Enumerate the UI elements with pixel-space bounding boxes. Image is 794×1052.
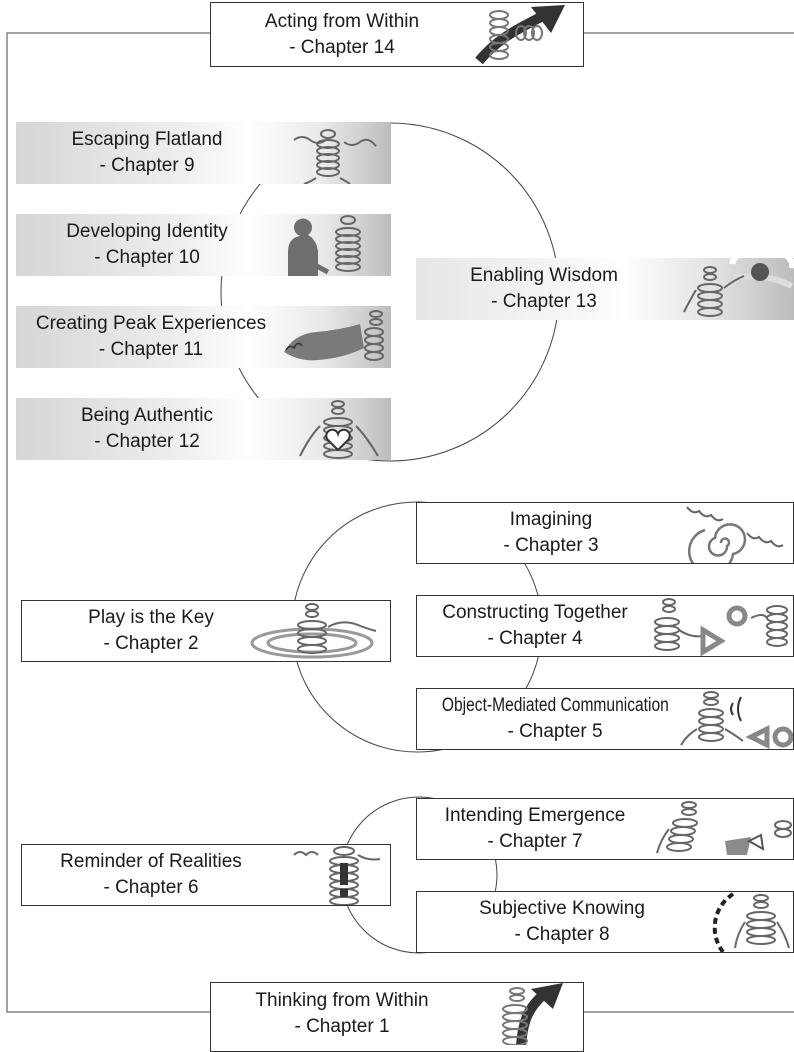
chapter-4-title: Constructing Together [442, 602, 628, 623]
chapter-5-box[interactable]: Object-Mediated Communication - Chapter … [416, 688, 794, 750]
chapter-13-box[interactable]: Enabling Wisdom - Chapter 13 [416, 258, 794, 320]
coil-figure-sphere-icon [683, 258, 794, 317]
chapter-8-title: Subjective Knowing [479, 898, 645, 919]
chapter-9-box[interactable]: Escaping Flatland - Chapter 9 [16, 122, 391, 184]
chapter-5-title: Object-Mediated Communication [441, 695, 669, 716]
chapter-7-title: Intending Emergence [444, 805, 626, 826]
chapter-14-title: Acting from Within [264, 10, 420, 32]
chapter-8-number: - Chapter 8 [514, 924, 610, 945]
chapter-3-number: - Chapter 3 [503, 535, 599, 556]
chapter-13-title: Enabling Wisdom [470, 265, 618, 286]
coil-figure-walking-icon [293, 129, 377, 184]
coil-figure-hand-icon [284, 310, 384, 361]
spiral-icon [686, 506, 784, 563]
chapter-6-title: Reminder of Realities [60, 851, 242, 872]
chapter-11-title: Creating Peak Experiences [35, 313, 267, 334]
chapter-2-box[interactable]: Play is the Key - Chapter 2 [21, 600, 391, 662]
chapter-3-box[interactable]: Imagining - Chapter 3 [416, 502, 794, 564]
chapter-8-box[interactable]: Subjective Knowing - Chapter 8 [416, 891, 794, 953]
chapter-10-box[interactable]: Developing Identity - Chapter 10 [16, 214, 391, 276]
coil-figure-rings-icon [250, 603, 377, 659]
chapter-9-number: - Chapter 9 [99, 155, 195, 176]
chapter-5-number: - Chapter 5 [507, 721, 603, 742]
chapter-9-title: Escaping Flatland [71, 129, 223, 150]
chapter-6-number: - Chapter 6 [103, 877, 199, 898]
chapter-11-box[interactable]: Creating Peak Experiences - Chapter 11 [16, 306, 391, 368]
chapter-10-title: Developing Identity [66, 221, 228, 242]
chapter-12-number: - Chapter 12 [94, 431, 200, 452]
exclamation-figure-icon [293, 846, 381, 905]
coil-figure-emergence-icon [656, 801, 792, 855]
chapter-6-box[interactable]: Reminder of Realities - Chapter 6 [21, 844, 391, 906]
chapter-1-box[interactable]: Thinking from Within - Chapter 1 [210, 982, 584, 1052]
chapter-4-number: - Chapter 4 [487, 628, 583, 649]
chapter-12-title: Being Authentic [80, 405, 214, 426]
coil-figure-speaking-icon [680, 691, 793, 749]
chapter-10-number: - Chapter 10 [94, 247, 200, 268]
chapter-14-number: - Chapter 14 [289, 36, 395, 58]
outer-frame-line [6, 32, 210, 1013]
chapter-1-title: Thinking from Within [255, 990, 429, 1011]
coil-figures-shapes-icon [654, 598, 788, 656]
chapter-1-number: - Chapter 1 [294, 1016, 390, 1037]
silhouette-and-coil-figure-icon [288, 215, 361, 276]
chapter-2-title: Play is the Key [88, 607, 214, 628]
chapter-11-number: - Chapter 11 [98, 339, 204, 360]
coil-figure-arrow-up-icon [475, 5, 565, 65]
coil-figure-heart-icon [299, 400, 379, 459]
chapter-12-box[interactable]: Being Authentic - Chapter 12 [16, 398, 391, 460]
chapter-13-number: - Chapter 13 [491, 291, 597, 312]
coil-figure-arrow-up-icon [502, 983, 563, 1045]
chapter-14-box[interactable]: Acting from Within - Chapter 14 [210, 2, 584, 67]
chapter-7-box[interactable]: Intending Emergence - Chapter 7 [416, 798, 794, 860]
chapter-3-title: Imagining [509, 509, 593, 530]
chapter-4-box[interactable]: Constructing Together - Chapter 4 [416, 595, 794, 657]
coil-figure-dashed-arc-icon [712, 892, 790, 952]
chapter-2-number: - Chapter 2 [103, 633, 199, 654]
chapter-7-number: - Chapter 7 [487, 831, 583, 852]
